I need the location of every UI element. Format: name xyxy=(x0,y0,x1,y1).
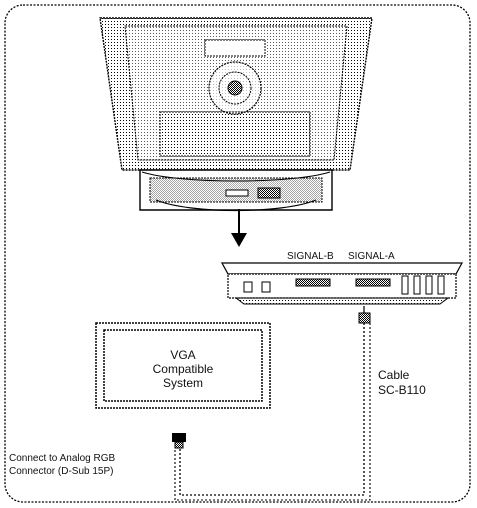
diagram-frame xyxy=(4,4,471,503)
cable-plug-bottom xyxy=(172,433,186,449)
connect-label-line-2: Connector (D-Sub 15P) xyxy=(9,466,114,477)
signal-a-label: SIGNAL-A xyxy=(348,251,395,262)
vga-system-box xyxy=(95,322,271,409)
cable-line xyxy=(179,323,365,496)
cable-label-line-1: Cable xyxy=(378,368,410,382)
vga-line-3: System xyxy=(162,376,203,390)
cable-label: Cable SC-B110 xyxy=(378,368,426,398)
vga-system-label: VGA Compatible System xyxy=(104,348,262,390)
down-arrow-icon xyxy=(231,209,247,247)
connector-box-graphic xyxy=(220,262,464,305)
signal-b-label: SIGNAL-B xyxy=(287,251,334,262)
vga-line-2: Compatible xyxy=(152,362,214,376)
vga-line-1: VGA xyxy=(170,348,196,362)
cable-plug-top xyxy=(358,306,371,324)
connect-label: Connect to Analog RGB Connector (D-Sub 1… xyxy=(9,452,115,478)
monitor-graphic xyxy=(99,17,373,212)
cable-label-line-2: SC-B110 xyxy=(378,383,426,397)
connect-label-line-1: Connect to Analog RGB xyxy=(9,453,116,464)
